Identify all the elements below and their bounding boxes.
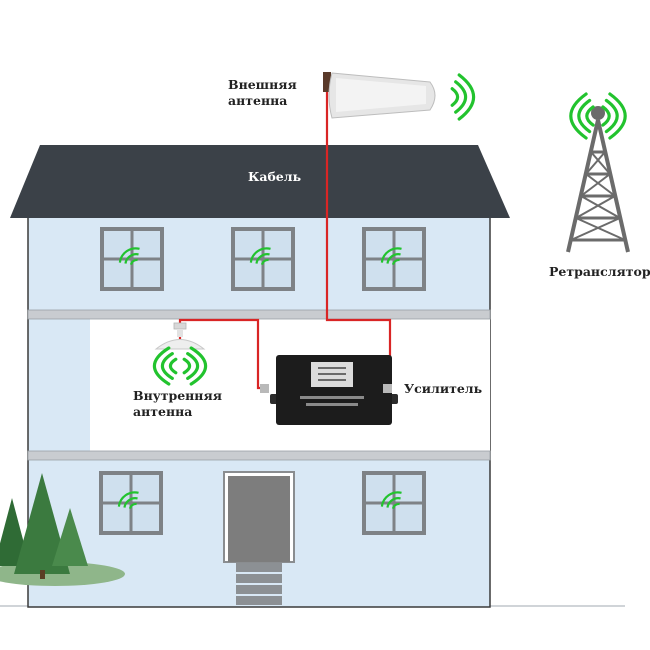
- signal-wave: [569, 92, 588, 140]
- signal-waves: [152, 73, 627, 386]
- cell-tower-icon: [566, 106, 630, 253]
- window: [362, 227, 426, 291]
- amplifier-label: Усилитель: [404, 381, 483, 396]
- signal-wave: [585, 105, 595, 127]
- step: [236, 596, 282, 605]
- windows: [99, 227, 426, 535]
- signal-wave: [182, 357, 192, 375]
- outdoor-antenna-label-line2: антенна: [228, 93, 288, 108]
- wifi-signal-icon: [117, 491, 139, 509]
- signal-wave: [577, 98, 592, 134]
- step: [236, 574, 282, 583]
- step: [236, 585, 282, 594]
- signal-wave: [457, 73, 476, 121]
- trees: [0, 473, 125, 586]
- antenna-mast: [323, 72, 331, 92]
- window: [362, 471, 426, 535]
- tree: [52, 508, 88, 566]
- signal-wave: [608, 92, 627, 140]
- indoor-antenna-label: Внутренняя антенна: [133, 388, 222, 420]
- repeater-label: Ретранслятор: [549, 264, 650, 279]
- signal-wave: [186, 352, 200, 380]
- window: [231, 227, 295, 291]
- window: [100, 227, 164, 291]
- wifi-signal-icon: [380, 491, 402, 509]
- signal-wave: [604, 98, 619, 134]
- signal-wave: [601, 105, 611, 127]
- wifi-signal-icon: [118, 247, 140, 265]
- cable-label: Кабель: [248, 169, 302, 184]
- floor-band-lower: [27, 450, 491, 461]
- signal-wave: [160, 352, 174, 380]
- indoor-antenna-label-line2: антенна: [133, 404, 193, 419]
- signal-wave: [168, 357, 178, 375]
- signal-wave: [189, 346, 208, 386]
- step: [236, 563, 282, 572]
- indoor-antenna-label-line1: Внутренняя: [133, 388, 222, 403]
- roof: [10, 145, 510, 218]
- window: [99, 471, 163, 535]
- wifi-signal-icon: [249, 247, 271, 265]
- signal-wave: [450, 87, 460, 107]
- tree-trunk: [40, 570, 45, 579]
- floor-band-upper: [27, 309, 491, 320]
- outdoor-antenna-label: Внешняя антенна: [228, 77, 297, 109]
- outdoor-antenna-label-line1: Внешняя: [228, 77, 297, 92]
- entrance: [223, 471, 295, 605]
- tree: [14, 473, 70, 574]
- panel-antenna-icon: [328, 72, 436, 119]
- signal-wave: [152, 346, 171, 386]
- signal-wave: [454, 80, 468, 114]
- door: [228, 476, 290, 562]
- signal-amplifier-icon: [260, 355, 398, 425]
- wifi-signal-icon: [380, 247, 402, 265]
